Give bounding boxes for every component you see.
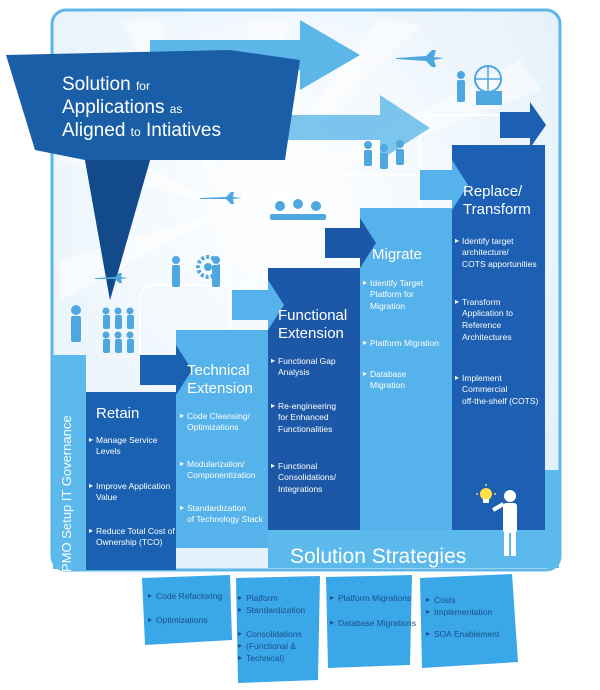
tag-item: Platform [238,592,278,604]
replace-item: Transform [455,296,500,308]
tag-item: Code Refactoring [148,590,222,602]
migrate-item: Identify Target [363,277,423,289]
functional-header: Functional [278,307,348,324]
replace-item-cont: Commercial [462,384,508,394]
solution-strategies-band [268,530,559,568]
tag-item-cont: Technical) [238,652,284,664]
migrate-item: Platform Migration [363,337,439,349]
tag-item: Optimizations [148,614,207,626]
globe-building-icon [474,65,502,105]
page-title-line2: Applications as [62,97,183,118]
replace-item-cont: COTS apportunities [462,259,537,269]
migrate-header: Migrate [372,246,423,263]
functional-item: Re-engineering [271,400,336,412]
functional-header-2: Extension [278,325,344,342]
replace-item-cont: Reference [462,320,502,330]
retain-item-cont: Ownership (TCO) [96,537,163,547]
tag-item-cont: Standardization [238,604,305,616]
airplane-icon [95,273,128,283]
arrow-icon [140,345,192,395]
migrate-item-cont: Platform for [370,289,414,299]
retain-item-cont: Value [96,492,118,502]
people-icon [172,256,220,287]
arrow-icon [220,95,430,160]
technical-item-cont: of Technology Stack [187,514,263,524]
tag-card-4 [420,574,518,668]
functional-item-cont: Consolidations/ [278,472,337,482]
person-icon [492,490,517,556]
page-title: Solution for [62,74,150,95]
replace-item-cont: Architectures [462,332,512,342]
retain-item: Improve Application [89,480,170,492]
tag-item: Platform Migrations [330,592,411,604]
airplane-icon [200,192,242,204]
functional-item: Functional Gap [271,355,336,367]
technical-item: Modularization/ [180,458,245,470]
arrow-icon [500,102,546,148]
tag-item: Database Migrations [330,617,416,629]
replace-item-cont: Application to [462,308,514,318]
replace-header: Replace/ [463,183,523,200]
technical-header-2: Extension [187,380,253,397]
migrate-item-cont: Migration [370,301,405,311]
people-icon [71,305,134,353]
people-icon [270,199,326,220]
lightbulb-icon [476,484,496,503]
airplane-icon [396,50,444,67]
technical-header: Technical [187,362,250,379]
replace-item-cont: off-the-shelf (COTS) [462,396,539,406]
tag-item: SOA Enablement [426,628,499,640]
replace-item: Implement [455,372,502,384]
replace-header-2: Transform [463,201,531,218]
title-banner-fold [85,160,150,300]
functional-item-cont: Functionalities [278,424,333,434]
tag-item-cont: (Functional & [238,640,296,652]
arrow-icon [420,160,468,210]
retain-header: Retain [96,405,140,422]
retain-item: Reduce Total Cost of [89,525,175,537]
technical-item: Code Cleansing/ [180,410,250,422]
migrate-item-cont: Migration [370,380,405,390]
tag-item-cont: Implementation [426,606,492,618]
title-banner [6,50,300,300]
technical-item: Standardization [180,502,246,514]
arrow-icon [325,218,376,268]
pmo-band [53,355,86,569]
functional-item: Functional [271,460,317,472]
technical-item-cont: Componentization [187,470,256,480]
replace-item-cont: architecture/ [462,247,509,257]
pmo-governance-label: PMO Setup IT Governance [59,415,74,572]
arrow-icon [232,280,284,330]
migrate-item: Database [363,368,406,380]
tag-item: Consolidations [238,628,302,640]
retain-item-cont: Levels [96,446,121,456]
tag-card-1 [142,575,232,645]
technical-item-cont: Optimizations [187,422,239,432]
step-technical [176,330,268,548]
retain-item: Manage Service [89,434,157,446]
person-icon [457,71,465,102]
solution-strategies-label: Solution Strategies [290,545,467,568]
people-icon [364,140,404,169]
tag-item: Costs [426,594,456,606]
functional-item-cont: Integrations [278,484,323,494]
functional-item-cont: Analysis [278,367,310,377]
page-title-line3: Aligned to Intiatives [62,120,221,141]
functional-item-cont: for Enhanced [278,412,329,422]
replace-item: Identify target [455,235,513,247]
